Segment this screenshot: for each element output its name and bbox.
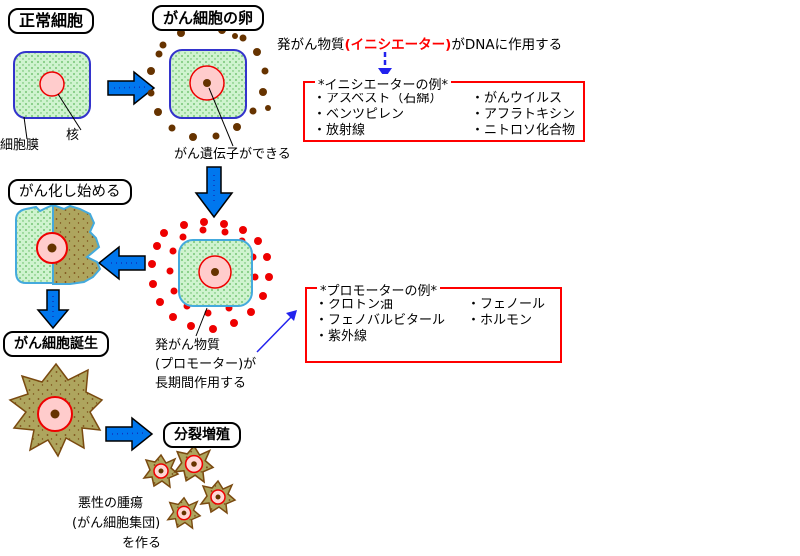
promoter-example: ・フェノール	[467, 297, 546, 312]
initiator-example: ・放射線	[313, 123, 366, 138]
promoter-note: 発がん物質 (プロモーター)が 長期間作用する	[155, 336, 256, 393]
arrow-right-1	[107, 70, 156, 106]
initiator-heading-prefix: 発がん物質	[277, 37, 345, 53]
tumor-note: 悪性の腫瘍 (がん細胞集団) を作る	[72, 494, 161, 554]
promoter-example: ・クロトン油	[315, 297, 394, 312]
cancer-cell-born	[8, 362, 104, 458]
arrow-heading-to-initiator-box	[378, 52, 392, 78]
promoter-example: ・フェノバルビタール	[315, 313, 446, 328]
arrow-left-1	[97, 245, 146, 281]
initiator-box-title: *イニシエーターの例*	[315, 74, 452, 93]
arrow-down-1	[194, 166, 234, 219]
initiator-example: ・ベンツピレン	[313, 107, 405, 122]
stage-label-division: 分裂増殖	[163, 422, 241, 448]
initiator-heading-highlight: (イニシエーター)	[344, 37, 452, 53]
promoter-examples-col2: ・フェノール ・ホルモン	[467, 297, 545, 345]
oncogene-note: がん遺伝子ができる	[174, 147, 291, 162]
initiator-example: ・アフラトキシン	[471, 107, 576, 122]
promoted-cell	[178, 239, 253, 337]
promoter-note-pointer-line	[195, 307, 208, 337]
turning-cancer-cell	[15, 203, 102, 285]
initiator-examples-col1: ・アスベスト（石綿） ・ベンツピレン ・放射線	[313, 91, 471, 139]
arrow-note-to-promoter-box	[256, 310, 297, 353]
promoter-example: ・紫外線	[315, 329, 368, 344]
arrow-right-2	[105, 416, 154, 452]
cancer-egg-cell	[169, 49, 247, 147]
promoter-examples-box: *プロモーターの例* ・クロトン油 ・フェノバルビタール ・紫外線 ・フェノール…	[305, 280, 562, 363]
membrane-pointer-line	[23, 116, 28, 140]
initiator-example: ・ニトロソ化合物	[471, 123, 576, 138]
promoter-note-line: (プロモーター)が	[155, 357, 257, 372]
promoter-box-title: *プロモーターの例*	[317, 280, 441, 299]
oncogene-dot	[203, 79, 211, 87]
initiator-heading: 発がん物質(イニシエーター)がDNAに作用する	[277, 33, 562, 53]
promoter-example: ・ホルモン	[467, 313, 533, 328]
tumor-note-line: 悪性の腫瘍	[78, 496, 144, 511]
arrow-down-2	[36, 289, 70, 330]
membrane-label: 細胞膜	[0, 138, 40, 153]
initiator-example: ・アスベスト（石綿）	[313, 91, 443, 106]
nucleus-pointer-line	[57, 93, 82, 131]
promoter-examples-col1: ・クロトン油 ・フェノバルビタール ・紫外線	[315, 297, 467, 345]
initiator-heading-suffix: がDNAに作用する	[451, 37, 563, 53]
stage-label-cancer-egg: がん細胞の卵	[152, 5, 265, 31]
stage-label-start-cancer: がん化し始める	[8, 179, 132, 205]
initiator-example: ・がんウイルス	[471, 91, 563, 106]
stage-label-normal-cell: 正常細胞	[8, 8, 95, 34]
dividing-cells	[142, 444, 237, 530]
oncogene-pointer-line	[208, 87, 234, 147]
normal-cell	[13, 51, 91, 140]
promoter-note-line: 長期間作用する	[155, 376, 247, 391]
stage-label-cancer-born: がん細胞誕生	[3, 331, 109, 357]
initiator-examples-box: *イニシエーターの例* ・アスベスト（石綿） ・ベンツピレン ・放射線 ・がんウ…	[303, 74, 585, 142]
nucleus-label: 核	[66, 128, 80, 143]
tumor-note-line: (がん細胞集団)	[72, 516, 161, 531]
tumor-note-line: を作る	[122, 536, 162, 551]
initiator-examples-col2: ・がんウイルス ・アフラトキシン ・ニトロソ化合物	[471, 91, 575, 139]
promoter-note-line: 発がん物質	[155, 338, 221, 353]
